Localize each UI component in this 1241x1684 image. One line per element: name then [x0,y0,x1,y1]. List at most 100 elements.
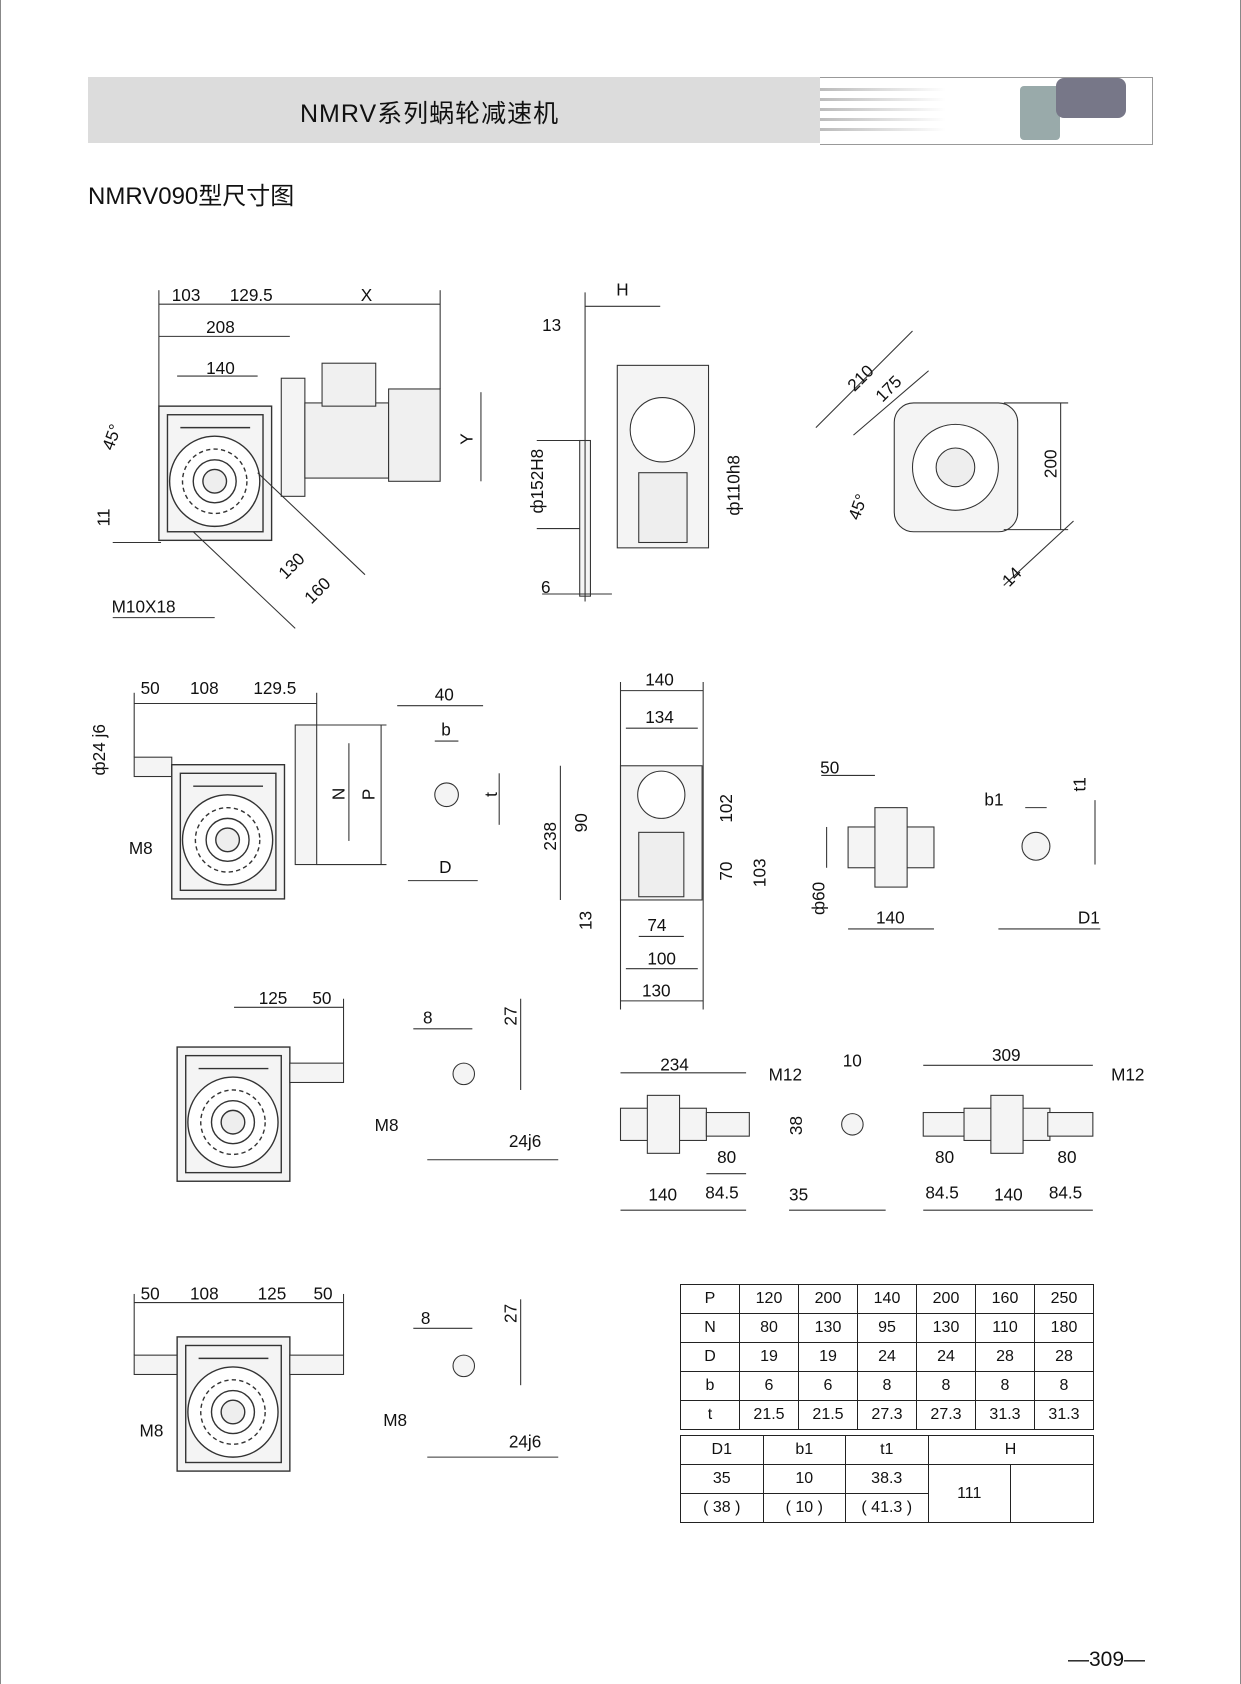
dim-134: 134 [645,707,674,727]
dim-103: 103 [172,285,201,305]
dim-n: N [329,788,349,800]
view-side-with-motor [112,290,482,629]
cell: 140 [857,1284,917,1314]
dim-309: 309 [992,1045,1021,1065]
cell: 24 [857,1342,917,1372]
view-input-shaft [133,692,387,900]
row-label: t [680,1400,740,1430]
cell: 8 [857,1371,917,1401]
dim-11: 11 [93,509,113,527]
dim-80: 80 [717,1147,736,1167]
cell: 130 [916,1313,976,1343]
dim-140-hollow: 140 [876,908,905,928]
thread-m12-double: M12 [1111,1064,1144,1084]
dim-24j6-b: 24j6 [509,1431,541,1451]
dim-160: 160 [300,573,334,607]
dim-140-double: 140 [994,1185,1023,1205]
key-section-input [397,705,500,882]
cell: 38.3 [845,1464,929,1494]
dim-t1: t1 [1069,777,1089,791]
header-t1: t1 [845,1435,929,1465]
cell: ( 41.3 ) [845,1493,929,1523]
row-label: P [680,1284,740,1314]
thread-m8-right: M8 [383,1410,407,1430]
cell: 10 [762,1464,846,1494]
dim-80-left: 80 [935,1147,954,1167]
table-row: ( 38 )( 10 )( 41.3 ) [680,1493,1094,1523]
dim-125: 125 [259,988,288,1008]
dim-y: Y [456,433,476,445]
dim-102: 102 [716,794,736,823]
drawing-title: NMRV090型尺寸图 [88,183,295,210]
cell: 35 [680,1464,764,1494]
dim-50-worm: 50 [312,988,331,1008]
dim-103-front: 103 [749,858,769,887]
cell: 110 [975,1313,1035,1343]
dim-90: 90 [571,813,591,832]
dim-14: 14 [998,562,1026,590]
dim-108-dw: 108 [190,1283,219,1303]
header-h: H [927,1435,1094,1465]
dim-208: 208 [206,317,235,337]
dim-80-right: 80 [1057,1147,1076,1167]
cell: 27.3 [857,1400,917,1430]
dim-130: 130 [274,549,308,583]
cell: 180 [1034,1313,1094,1343]
view-flange [815,330,1074,586]
dim-13-front: 13 [576,911,596,930]
cell: 19 [739,1342,799,1372]
cell-h-value: 111 [927,1464,1011,1523]
page-title: NMRV系列蜗轮减速机 [300,100,560,128]
dim-140-single: 140 [648,1185,677,1205]
cell: 120 [739,1284,799,1314]
dim-100: 100 [647,948,676,968]
view-front-body [559,682,704,1010]
dim-40: 40 [435,684,454,704]
cell: 130 [798,1313,858,1343]
cell: 21.5 [739,1400,799,1430]
view-front-motor-flange [536,292,710,602]
dim-45deg-flange: 45° [844,491,872,522]
dim-27-b: 27 [500,1304,520,1323]
dim-phi60: ф60 [808,882,828,915]
cell: 27.3 [916,1400,976,1430]
view-single-output-shaft [619,1072,886,1211]
cell: 31.3 [975,1400,1035,1430]
cell: 160 [975,1284,1035,1314]
dim-h: H [616,280,628,300]
dim-129-5-b: 129.5 [253,678,296,698]
cell: 200 [798,1284,858,1314]
thread-m8: M8 [129,838,153,858]
dim-50: 50 [141,678,160,698]
dim-x: X [361,285,373,305]
page-border-left [0,0,1,1684]
dim-130-front: 130 [642,981,671,1001]
cell: 8 [916,1371,976,1401]
dim-70: 70 [716,862,736,881]
dim-phi152h8: ф152H8 [527,449,547,514]
dim-84-5-right: 84.5 [1049,1182,1082,1202]
cell: 6 [798,1371,858,1401]
dim-140: 140 [206,358,235,378]
cell: ( 38 ) [680,1493,764,1523]
dim-50-dw-right: 50 [313,1283,332,1303]
dim-b1: b1 [984,790,1003,810]
dim-m10x18: M10X18 [112,596,176,616]
dim-13: 13 [542,315,561,335]
cell: 28 [1034,1342,1094,1372]
dim-t: t [481,792,501,797]
cell: 31.3 [1034,1400,1094,1430]
cell: 28 [975,1342,1035,1372]
header-b1: b1 [762,1435,846,1465]
dim-108: 108 [190,678,219,698]
dim-phi24j6: ф24 j6 [89,724,109,775]
